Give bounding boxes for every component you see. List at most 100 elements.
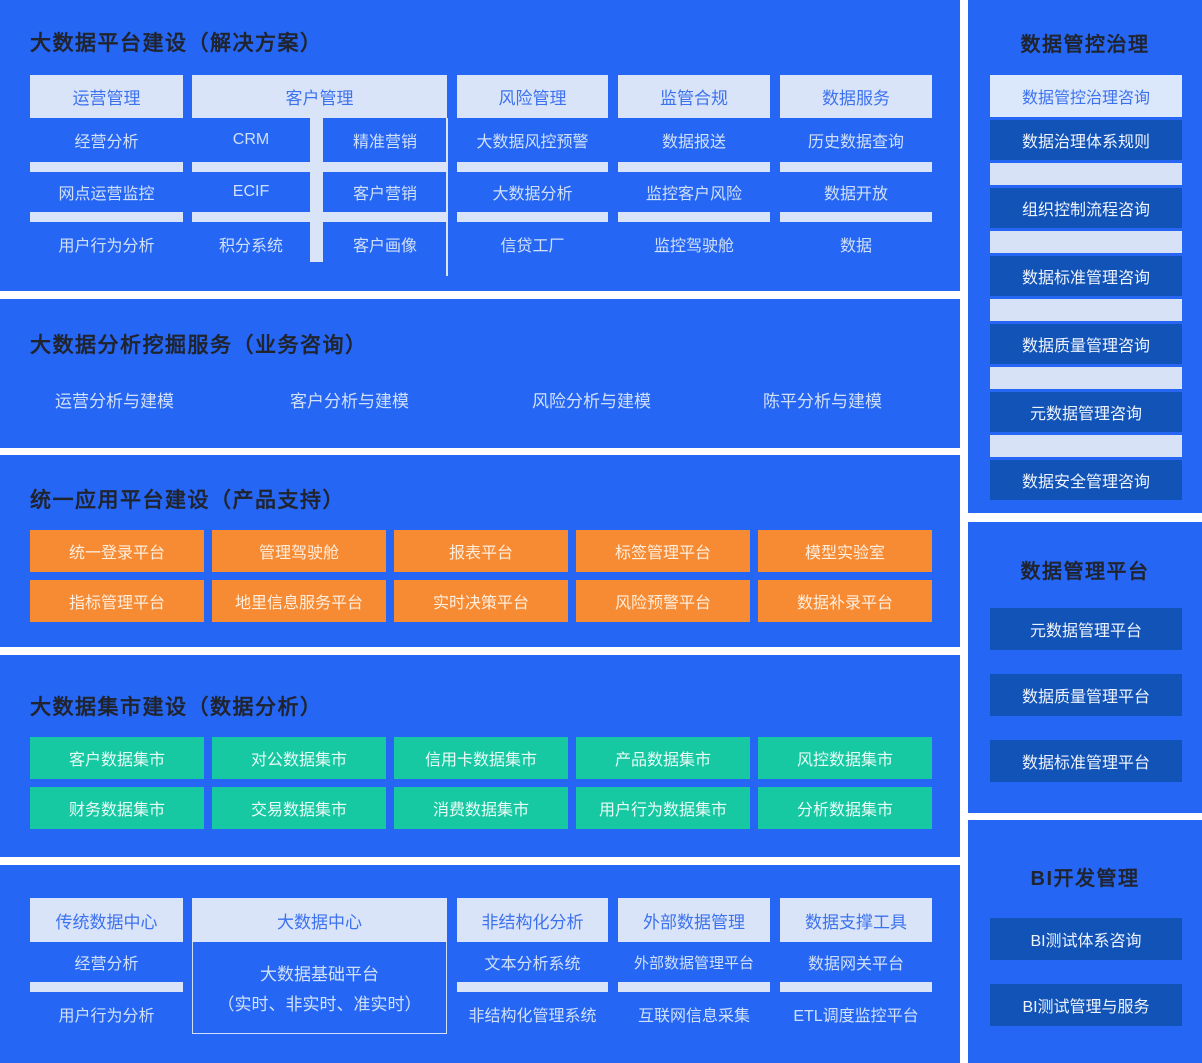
solutions-column-ops: 运营管理 经营分析 网点运营监控 用户行为分析 (30, 75, 183, 266)
separator-bar (457, 162, 608, 172)
governance-list: 数据管控治理咨询 数据治理体系规则 组织控制流程咨询 数据标准管理咨询 数据质量… (990, 75, 1182, 500)
column-header: 数据支撑工具 (780, 898, 932, 942)
bi-item: BI测试管理与服务 (990, 984, 1182, 1026)
management-title: 数据管理平台 (1020, 561, 1150, 583)
governance-item: 数据安全管理咨询 (990, 460, 1182, 500)
bigdata-foundation-box: 大数据基础平台 （实时、非实时、准实时） (192, 942, 447, 1034)
governance-item: 数据标准管理咨询 (990, 256, 1182, 296)
foundation-column-external: 外部数据管理 外部数据管理平台 互联网信息采集 (618, 898, 770, 1036)
column-header: 传统数据中心 (30, 898, 183, 942)
column-header: 监管合规 (618, 75, 770, 118)
solutions-column-customer: 客户管理 CRM ECIF 积分系统 精准营销 客户营销 客户画像 (192, 75, 447, 266)
separator-bar (192, 212, 310, 222)
governance-item: 组织控制流程咨询 (990, 188, 1182, 228)
solutions-panel: 大数据平台建设（解决方案） 运营管理 经营分析 网点运营监控 用户行为分析 客户… (0, 0, 960, 291)
mining-item: 风险分析与建模 (532, 392, 651, 411)
foundation-column-unstructured: 非结构化分析 文本分析系统 非结构化管理系统 (457, 898, 608, 1036)
mart-chip: 客户数据集市 (30, 737, 204, 779)
bi-item: BI测试体系咨询 (990, 918, 1182, 960)
spacer-bar (990, 299, 1182, 321)
column-item: 数据 (839, 238, 872, 255)
platform-chip: 实时决策平台 (394, 580, 568, 622)
platform-chip: 模型实验室 (758, 530, 932, 572)
separator-bar (457, 982, 608, 992)
vertical-divider (310, 118, 323, 262)
mining-item: 运营分析与建模 (55, 392, 174, 411)
customer-subcol-left: CRM ECIF 积分系统 (192, 118, 310, 266)
platform-chip: 数据补录平台 (758, 580, 932, 622)
mart-chip: 分析数据集市 (758, 787, 932, 829)
foundation-column-support-tools: 数据支撑工具 数据网关平台 ETL调度监控平台 (780, 898, 932, 1036)
separator-bar (192, 162, 310, 172)
mart-chip: 信用卡数据集市 (394, 737, 568, 779)
column-item: 精准营销 (352, 134, 417, 151)
data-mart-title: 大数据集市建设（数据分析） (30, 696, 323, 719)
separator-bar (30, 212, 183, 222)
separator-bar (618, 982, 770, 992)
app-platform-panel: 统一应用平台建设（产品支持） 统一登录平台 管理驾驶舱 报表平台 标签管理平台 … (0, 455, 960, 647)
spacer-bar (990, 163, 1182, 185)
management-list: 元数据管理平台 数据质量管理平台 数据标准管理平台 (990, 608, 1182, 782)
management-panel: 数据管理平台 元数据管理平台 数据质量管理平台 数据标准管理平台 (968, 522, 1202, 813)
mart-chip: 风控数据集市 (758, 737, 932, 779)
governance-lead-item: 数据管控治理咨询 (990, 75, 1182, 117)
column-header: 外部数据管理 (618, 898, 770, 942)
governance-title: 数据管控治理 (1020, 34, 1150, 56)
mining-title: 大数据分析挖掘服务（业务咨询） (30, 334, 368, 357)
governance-item: 元数据管理咨询 (990, 392, 1182, 432)
governance-item: 数据治理体系规则 (990, 120, 1182, 160)
column-header: 大数据中心 (192, 898, 447, 942)
solutions-column-risk: 风险管理 大数据风控预警 大数据分析 信贷工厂 (457, 75, 608, 266)
column-item: 客户画像 (352, 238, 417, 255)
column-item: 数据报送 (661, 134, 726, 151)
bi-panel: BI开发管理 BI测试体系咨询 BI测试管理与服务 (968, 820, 1202, 1063)
data-mart-panel: 大数据集市建设（数据分析） 客户数据集市 对公数据集市 信用卡数据集市 产品数据… (0, 655, 960, 857)
foundation-box-line: 大数据基础平台 (260, 965, 379, 984)
app-platform-title: 统一应用平台建设（产品支持） (30, 489, 345, 512)
column-header: 风险管理 (457, 75, 608, 118)
customer-subcol-right: 精准营销 客户营销 客户画像 (323, 118, 447, 266)
column-item: 文本分析系统 (484, 956, 581, 973)
spacer-bar (990, 231, 1182, 253)
column-item: 积分系统 (218, 238, 283, 255)
platform-chip: 统一登录平台 (30, 530, 204, 572)
solutions-column-dataservice: 数据服务 历史数据查询 数据开放 数据 (780, 75, 932, 266)
governance-item: 数据质量管理咨询 (990, 324, 1182, 364)
platform-chip: 地里信息服务平台 (212, 580, 386, 622)
column-item: 网点运营监控 (58, 186, 155, 203)
column-item: 监控驾驶舱 (653, 238, 734, 255)
column-item: 历史数据查询 (807, 134, 904, 151)
column-item: 外部数据管理平台 (633, 954, 754, 972)
app-platform-grid: 统一登录平台 管理驾驶舱 报表平台 标签管理平台 模型实验室 指标管理平台 地里… (30, 530, 932, 622)
separator-bar (618, 162, 770, 172)
separator-bar (457, 212, 608, 222)
platform-chip: 报表平台 (394, 530, 568, 572)
solutions-column-compliance: 监管合规 数据报送 监控客户风险 监控驾驶舱 (618, 75, 770, 266)
management-item: 元数据管理平台 (990, 608, 1182, 650)
mart-chip: 交易数据集市 (212, 787, 386, 829)
mining-item: 陈平分析与建模 (763, 392, 882, 411)
management-item: 数据标准管理平台 (990, 740, 1182, 782)
management-item: 数据质量管理平台 (990, 674, 1182, 716)
column-item: 经营分析 (74, 956, 139, 973)
column-header: 数据服务 (780, 75, 932, 118)
mart-chip: 财务数据集市 (30, 787, 204, 829)
foundation-box-line: （实时、非实时、准实时） (217, 995, 422, 1014)
column-item: 客户营销 (352, 186, 417, 203)
platform-chip: 管理驾驶舱 (212, 530, 386, 572)
mining-item: 客户分析与建模 (290, 392, 409, 411)
column-item: ECIF (232, 183, 270, 200)
governance-panel: 数据管控治理 数据管控治理咨询 数据治理体系规则 组织控制流程咨询 数据标准管理… (968, 0, 1202, 513)
spacer-bar (990, 435, 1182, 457)
column-item: 大数据分析 (492, 186, 573, 203)
foundation-panel: 传统数据中心 经营分析 用户行为分析 大数据中心 大数据基础平台 （实时、非实时… (0, 865, 960, 1063)
column-item: 经营分析 (74, 134, 139, 151)
column-header: 运营管理 (30, 75, 183, 118)
vertical-divider-line (446, 118, 448, 276)
separator-bar (30, 982, 183, 992)
column-item: 监控客户风险 (645, 186, 742, 203)
separator-bar (780, 212, 932, 222)
bi-title: BI开发管理 (1030, 868, 1140, 890)
customer-subcolumns: CRM ECIF 积分系统 精准营销 客户营销 客户画像 (192, 118, 447, 266)
